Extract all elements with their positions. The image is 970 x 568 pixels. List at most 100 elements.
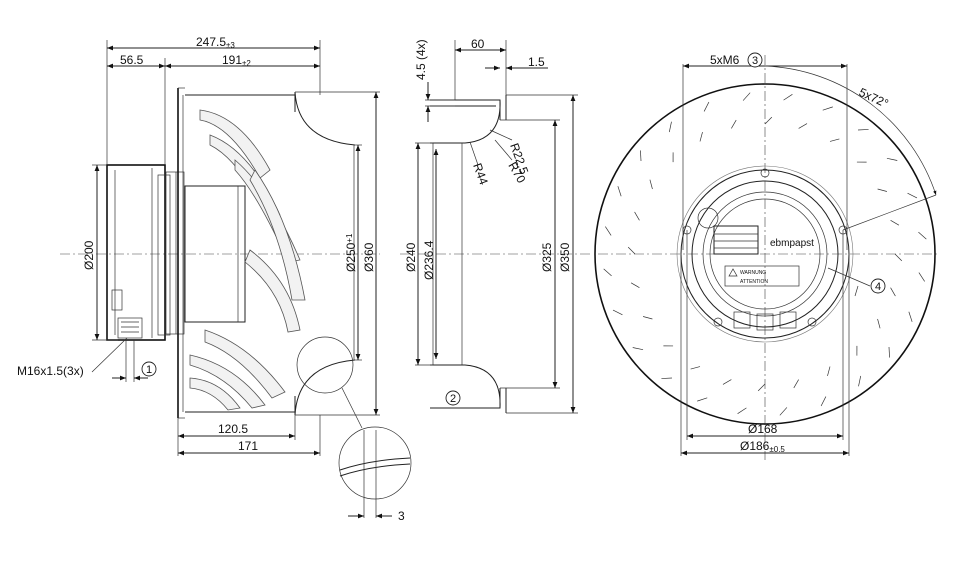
- impeller-inner-dia: Ø250: [344, 242, 358, 272]
- blade-mark: [886, 157, 898, 161]
- blade-mark: [779, 407, 788, 416]
- blade-mark: [603, 268, 612, 277]
- blade-mark: [877, 188, 888, 192]
- nozzle-thickness: 4.5 (4x): [414, 39, 428, 80]
- terminal-block: [713, 225, 759, 255]
- blade-mark: [888, 346, 890, 358]
- brand-label: ebmpapst: [770, 238, 814, 249]
- impeller-outer-dia: Ø360: [362, 242, 376, 272]
- outer-dia: Ø186: [740, 439, 770, 453]
- warning-label: [724, 265, 800, 287]
- warning-text-1: WARNUNG: [740, 270, 766, 276]
- warning-text-2: ATTENTION: [740, 279, 768, 285]
- blade-mark: [703, 101, 710, 112]
- nozzle-d4: Ø350: [558, 242, 572, 272]
- motor-hub: [184, 185, 246, 323]
- side-view: 247.5±3 56.5 191±2 Ø200 Ø250+1 Ø360 M16x…: [17, 35, 412, 523]
- blade-mark: [820, 396, 827, 407]
- svg-text:Ø250+1: Ø250+1: [344, 233, 358, 272]
- callout-4-circle: [870, 278, 886, 294]
- blade-mark: [649, 179, 653, 190]
- blade-mark: [829, 138, 840, 142]
- blade-mark: [661, 377, 673, 379]
- blade-mark: [793, 379, 799, 389]
- blade-mark: [918, 231, 927, 240]
- callout-1: 1: [146, 364, 152, 376]
- blade-mark: [764, 116, 773, 125]
- bottom-dim-1: 120.5: [218, 422, 248, 436]
- thread-label: 5xM6: [710, 53, 740, 67]
- mount-hole: [760, 168, 770, 178]
- overall-length-tol: ±3: [226, 41, 235, 50]
- blade-mark: [894, 253, 903, 262]
- blade-mark: [630, 282, 640, 288]
- blade-mark: [668, 121, 672, 133]
- blade-mark: [731, 119, 737, 129]
- blade-mark: [722, 379, 732, 385]
- bolt-circle: Ø168: [748, 422, 778, 436]
- blade-mark: [857, 129, 869, 131]
- blade-mark: [890, 220, 900, 226]
- impeller-outer-circle: [594, 83, 936, 425]
- blade-mark: [877, 318, 881, 329]
- detail-dim: 3: [398, 509, 405, 523]
- nozzle-r3: R44: [470, 161, 491, 187]
- nozzle-width: 60: [471, 37, 485, 51]
- impeller-outline: [185, 94, 295, 413]
- blade-mark: [617, 186, 622, 197]
- blade-mark: [742, 92, 751, 101]
- gland-3: [779, 311, 797, 329]
- impeller-inner-dia-tol: +1: [345, 233, 354, 243]
- nozzle-d2: Ø236.4: [422, 240, 436, 280]
- nozzle-d1: Ø240: [404, 242, 418, 272]
- callout-3-circle: [747, 52, 763, 68]
- blade-mark: [627, 246, 636, 255]
- callout-1-circle: [141, 361, 157, 377]
- blade-mark: [640, 150, 642, 162]
- blade-mark: [783, 94, 793, 101]
- blade-mark: [634, 211, 640, 221]
- callout-2: 2: [450, 393, 456, 405]
- front-view: ebmpapst WARNUNG ATTENTION 5xM6 3 5x72° …: [594, 52, 940, 460]
- blade-mark: [642, 316, 653, 320]
- svg-text:Ø186±0.5: Ø186±0.5: [740, 439, 785, 454]
- impeller-depth: 191: [222, 53, 242, 67]
- blade-mark: [737, 407, 747, 414]
- nozzle-d3: Ø325: [540, 242, 554, 272]
- callout-3: 3: [752, 55, 758, 67]
- nozzle-lip: 1.5: [528, 55, 545, 69]
- cable-gland: [117, 317, 143, 339]
- blade-mark: [890, 287, 896, 297]
- blade-mark: [697, 397, 708, 402]
- blade-marks: [603, 92, 927, 416]
- blade-mark: [858, 375, 862, 387]
- blade-mark: [632, 347, 644, 351]
- callout-4: 4: [875, 281, 881, 293]
- motor-body: [106, 164, 166, 341]
- nozzle-view: 60 1.5 4.5 (4x) R22.5 R70 R44 Ø240 Ø236.…: [400, 37, 590, 414]
- gland-2: [756, 313, 774, 331]
- outer-dia-tol: ±0.5: [769, 445, 785, 454]
- motor-depth: 56.5: [120, 53, 144, 67]
- bottom-dim-2: 171: [238, 439, 258, 453]
- blade-mark: [822, 106, 833, 111]
- overall-length: 247.5: [196, 35, 226, 49]
- callout-2-circle: [445, 390, 461, 406]
- blade-mark: [798, 123, 808, 129]
- angle-arc: [764, 65, 937, 196]
- motor-dia: Ø200: [82, 240, 96, 270]
- gland-1: [733, 311, 751, 329]
- angle-label: 5x72°: [857, 85, 891, 111]
- svg-text:247.5±3: 247.5±3: [196, 35, 235, 50]
- svg-text:191±2: 191±2: [222, 53, 251, 68]
- blade-mark: [605, 226, 612, 236]
- blade-mark: [907, 192, 918, 199]
- blade-mark: [827, 366, 831, 377]
- cable-gland-label: M16x1.5(3x): [17, 364, 84, 378]
- blade-mark: [690, 366, 701, 370]
- blade-mark: [918, 272, 925, 282]
- blade-mark: [612, 309, 623, 316]
- capacitor-circle: [697, 207, 719, 229]
- blade-mark: [757, 383, 766, 392]
